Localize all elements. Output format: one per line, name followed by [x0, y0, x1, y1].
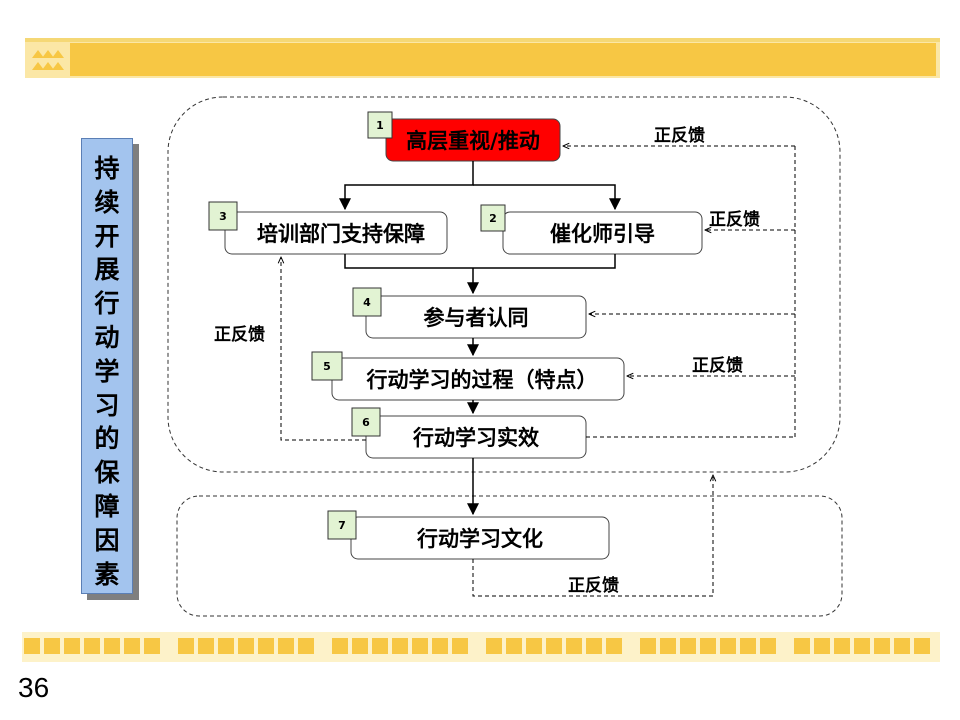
- footer-square: [298, 638, 314, 654]
- badge-n4: 4: [363, 295, 371, 309]
- node-n1: 高层重视/推动: [406, 129, 540, 153]
- footer-square: [486, 638, 502, 654]
- feedback-label: 正反馈: [692, 356, 743, 376]
- side-title-char: 持: [94, 154, 120, 183]
- footer-square: [178, 638, 194, 654]
- footer-square: [720, 638, 736, 654]
- side-title-char: 障: [94, 491, 120, 521]
- footer-square: [258, 638, 274, 654]
- group-boundary-upper: [167, 96, 841, 473]
- node-box-n2: [502, 211, 703, 255]
- node-n3: 培训部门支持保障: [257, 222, 425, 246]
- badge-n2: 2: [489, 211, 497, 225]
- footer-square: [680, 638, 696, 654]
- footer-square: [332, 638, 348, 654]
- connector-n1-split: [339, 161, 474, 211]
- footer-square: [526, 638, 542, 654]
- feedback-label: 正反馈: [568, 576, 619, 596]
- side-title: 持 续 开 展 行 动 学 习 的 保 障 因 素: [81, 152, 133, 591]
- footer-square: [834, 638, 850, 654]
- footer-square: [660, 638, 676, 654]
- badge-n3: 3: [219, 209, 227, 223]
- footer-square: [64, 638, 80, 654]
- footer-square: [546, 638, 562, 654]
- footer-square: [198, 638, 214, 654]
- footer-band: [22, 632, 940, 662]
- node-n5: 行动学习的过程（特点）: [366, 368, 598, 392]
- footer-square: [506, 638, 522, 654]
- feedback-label: 正反馈: [214, 325, 265, 345]
- footer-square: [412, 638, 428, 654]
- badge-box-n7: [327, 510, 357, 540]
- footer-squares: [24, 638, 930, 654]
- node-n7: 行动学习文化: [417, 527, 543, 551]
- footer-square: [854, 638, 870, 654]
- page-number: 36: [18, 672, 50, 703]
- connector-merge: [344, 254, 616, 269]
- footer-square: [794, 638, 810, 654]
- footer-square: [566, 638, 582, 654]
- node-n2: 催化师引导: [550, 222, 655, 246]
- side-title-box: [81, 138, 133, 594]
- footer-square: [372, 638, 388, 654]
- side-title-char: 续: [94, 187, 120, 217]
- footer-square: [452, 638, 468, 654]
- footer-square: [392, 638, 408, 654]
- badge-box-n5: [311, 351, 343, 381]
- node-n6: 行动学习实效: [413, 426, 539, 450]
- footer-square: [218, 638, 234, 654]
- node-box-n3: [224, 211, 448, 255]
- logo-icon: [32, 50, 64, 70]
- footer-square: [352, 638, 368, 654]
- side-title-char: 学: [94, 356, 120, 386]
- footer-square: [124, 638, 140, 654]
- badge-box-n4: [352, 287, 382, 317]
- footer-square: [914, 638, 930, 654]
- node-box-n4: [365, 295, 587, 339]
- footer-square: [238, 638, 254, 654]
- footer-square: [814, 638, 830, 654]
- footer-square: [24, 638, 40, 654]
- footer-square: [740, 638, 756, 654]
- footer-square: [760, 638, 776, 654]
- footer-square: [44, 638, 60, 654]
- footer-square: [104, 638, 120, 654]
- footer-square: [606, 638, 622, 654]
- footer-square: [874, 638, 890, 654]
- footer-square: [894, 638, 910, 654]
- badge-box-n1: [367, 111, 393, 139]
- footer-square: [144, 638, 160, 654]
- footer-square: [84, 638, 100, 654]
- feedback-n6-to-n3: [281, 257, 366, 441]
- feedback-label: 正反馈: [709, 210, 760, 230]
- side-title-char: 展: [94, 255, 120, 285]
- badge-n5: 5: [323, 359, 331, 373]
- side-title-char: 习: [94, 390, 120, 420]
- footer-square: [700, 638, 716, 654]
- side-title-char: 因: [94, 525, 120, 555]
- side-title-char: 行: [94, 289, 120, 319]
- side-title-char: 开: [94, 221, 120, 251]
- footer-square: [586, 638, 602, 654]
- side-title-char: 动: [94, 322, 120, 352]
- badge-n1: 1: [376, 118, 384, 132]
- group-boundary-lower: [176, 495, 843, 617]
- badge-box-n6: [351, 407, 381, 437]
- badge-box-n3: [208, 201, 238, 231]
- node-n4: 参与者认同: [423, 306, 529, 330]
- side-title-char: 保: [94, 458, 120, 488]
- feedback-label: 正反馈: [654, 126, 705, 146]
- connector-n1-to-n2: [473, 184, 621, 211]
- badge-box-n2: [480, 204, 506, 232]
- footer-square: [640, 638, 656, 654]
- badge-n7: 7: [338, 518, 346, 532]
- feedback-n7-loop: [472, 475, 713, 597]
- header-band: [70, 43, 936, 76]
- side-title-char: 素: [94, 559, 120, 589]
- footer-square: [432, 638, 448, 654]
- footer-square: [278, 638, 294, 654]
- side-title-char: 的: [94, 424, 120, 454]
- badge-n6: 6: [362, 415, 370, 429]
